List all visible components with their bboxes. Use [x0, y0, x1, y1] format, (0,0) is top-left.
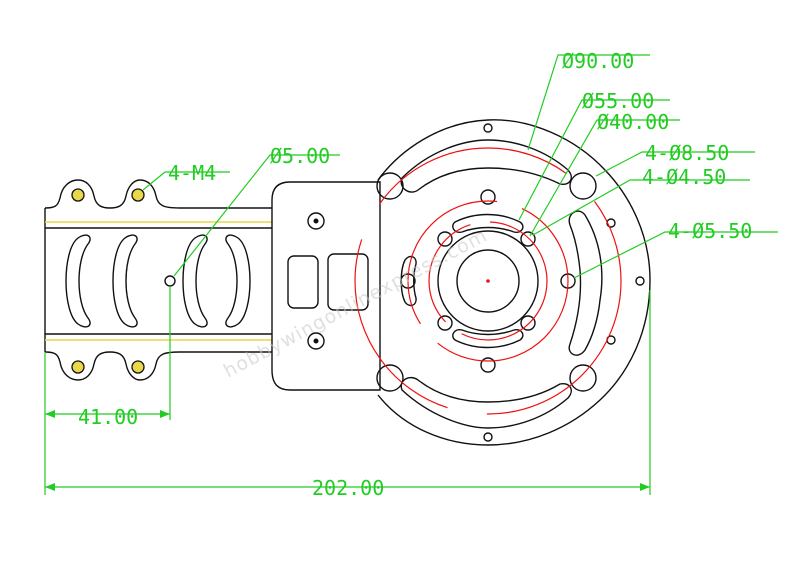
watermark: hobbywingonlinexpress.com: [220, 224, 491, 382]
dim-m4: 4-M4: [168, 161, 216, 185]
dim-tube-hole: Ø5.00: [270, 144, 330, 168]
hole-8-50-b: [569, 172, 597, 200]
tube-pin-hole: [164, 275, 176, 287]
hole-5-50-c: [480, 357, 496, 373]
dim-length-41: 41.00: [78, 405, 138, 429]
motor-mount-plate: [354, 119, 651, 446]
dim-dia-90: Ø90.00: [562, 49, 634, 73]
dim-dia-55: Ø55.00: [582, 89, 654, 113]
bolt-circle-90: [354, 147, 622, 415]
dim-holes-8-50: 4-Ø8.50: [645, 141, 729, 165]
dim-dia-40: Ø40.00: [597, 110, 669, 134]
clamp-slot-2: [112, 234, 138, 328]
hole-8-50-a: [376, 172, 404, 200]
lower-arc-slot: [400, 376, 572, 429]
hole-8-50-d: [569, 364, 597, 392]
dim-holes-5-50: 4-Ø5.50: [668, 219, 752, 243]
hole-4-50-b: [520, 231, 536, 247]
m4-hole-4: [131, 360, 145, 374]
right-arc-slot: [568, 210, 603, 356]
dim-length-202: 202.00: [312, 476, 384, 500]
hole-5-50-a: [480, 189, 496, 205]
tube-clamp: [44, 179, 272, 381]
hole-8-50-c: [376, 364, 404, 392]
hole-4-50-d: [520, 315, 536, 331]
bolt-circle-40: [428, 221, 548, 341]
hole-4-50-a: [437, 231, 453, 247]
center-bore: [456, 249, 520, 313]
clamp-slot-4: [225, 234, 251, 328]
dim-holes-4-50: 4-Ø4.50: [642, 165, 726, 189]
m4-hole-3: [71, 360, 85, 374]
m4-hole-2: [131, 188, 145, 202]
clamp-slot-1: [65, 234, 91, 328]
clamp-slot-3: [182, 234, 208, 328]
bolt-circle-55: [407, 200, 569, 362]
center-plate: [271, 181, 381, 391]
dimension-lines: Ø90.00 Ø55.00 Ø40.00 4-Ø8.50 4-Ø4.50 4-Ø…: [44, 49, 778, 500]
m4-hole-1: [71, 188, 85, 202]
hole-4-50-c: [437, 315, 453, 331]
